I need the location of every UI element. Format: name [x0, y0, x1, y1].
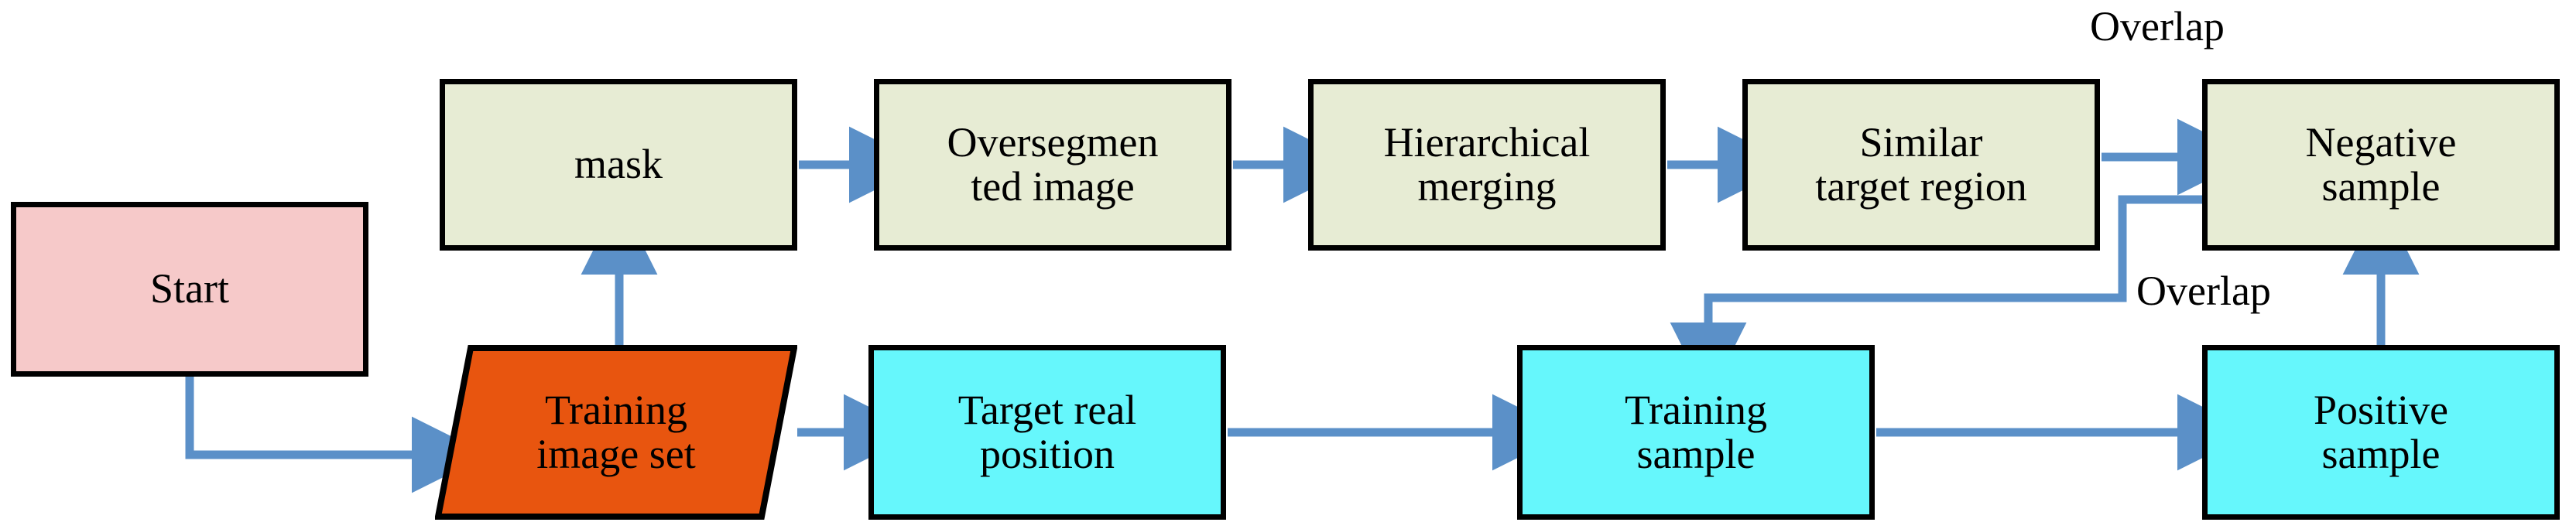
node-label-targetreal: Target real position [957, 386, 1137, 477]
parallelogram-shape [435, 345, 797, 520]
node-negative[interactable]: Negative sample [2202, 79, 2560, 251]
node-label-hierarchical: Hierarchical merging [1383, 118, 1591, 210]
node-label-similar: Similar target region [1815, 118, 2027, 210]
node-label-oversegmented: Oversegmen ted image [947, 118, 1159, 210]
edge-label-overlap-bottom: Overlap [2136, 268, 2271, 314]
node-hierarchical[interactable]: Hierarchical merging [1308, 79, 1666, 251]
edge-similar-to-trainsample [1670, 195, 2202, 399]
node-positive[interactable]: Positive sample [2202, 345, 2560, 520]
edge-start-to-trainingset [185, 377, 488, 493]
edge-label-overlap-top: Overlap [2090, 3, 2225, 49]
node-label-negative: Negative sample [2305, 118, 2457, 210]
node-label-trainingset: Training image set [536, 386, 696, 477]
node-trainsample[interactable]: Training sample [1517, 345, 1875, 520]
node-similar[interactable]: Similar target region [1742, 79, 2100, 251]
node-start[interactable]: Start [11, 202, 368, 377]
node-oversegmented[interactable]: Oversegmen ted image [874, 79, 1231, 251]
node-label-trainsample: Training sample [1624, 386, 1768, 477]
node-trainingset[interactable]: Training image set [435, 345, 797, 520]
node-mask[interactable]: mask [440, 79, 797, 251]
node-label-start: Start [150, 265, 229, 312]
node-label-mask: mask [574, 141, 663, 188]
node-label-positive: Positive sample [2313, 386, 2449, 477]
node-targetreal[interactable]: Target real position [868, 345, 1226, 520]
